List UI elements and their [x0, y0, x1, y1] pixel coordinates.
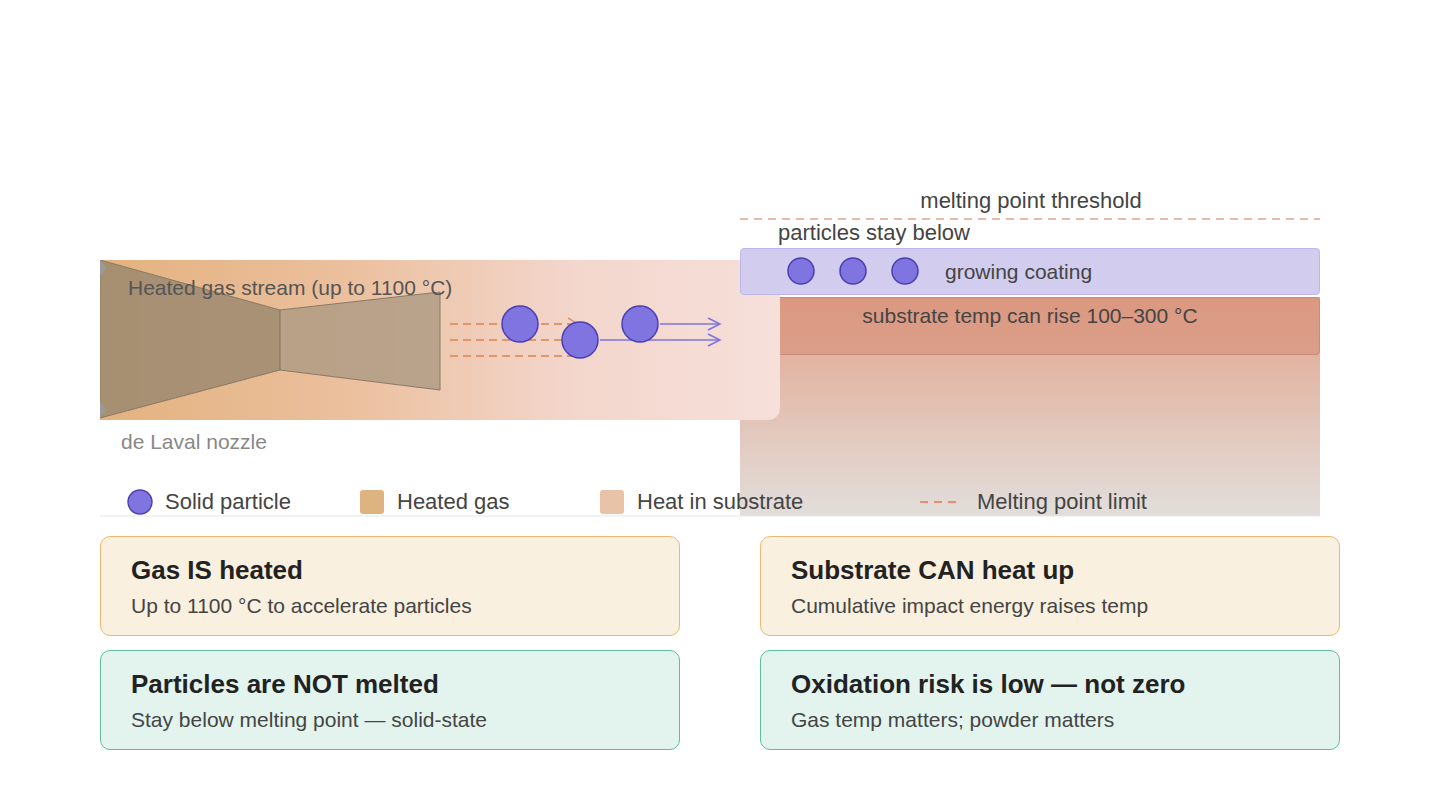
solid-particle	[562, 322, 598, 358]
solid-particle	[788, 258, 814, 284]
card-heading: Oxidation risk is low — not zero	[791, 669, 1309, 700]
band-label: growing coating	[945, 260, 1092, 284]
coating-band: growing coating	[740, 248, 1320, 295]
card-body: Cumulative impact energy raises temp	[791, 594, 1309, 618]
particle-arrowhead	[708, 334, 720, 346]
band-label: Heated gas stream (up to 1100 °C)	[128, 276, 452, 300]
card-body: Up to 1100 °C to accelerate particles	[131, 594, 649, 618]
info-card: Oxidation risk is low — not zeroGas temp…	[760, 650, 1340, 750]
solid-particle	[892, 258, 918, 284]
particle-path	[660, 323, 720, 325]
gas-stream-band: Heated gas stream (up to 1100 °C)	[100, 260, 780, 420]
separator-line	[100, 516, 1320, 517]
legend-text: Solid particle	[165, 489, 291, 515]
particle-arrowhead	[708, 318, 720, 330]
particle-path	[600, 339, 720, 341]
info-card: Substrate CAN heat up Cumulative impact e…	[760, 536, 1340, 636]
legend-text: Heat in substrate	[637, 489, 803, 515]
card-body: Gas temp matters; powder matters	[791, 708, 1309, 732]
card-body: Stay below melting point — solid-state	[131, 708, 649, 732]
legend-text: Heated gas	[397, 489, 510, 515]
solid-particle	[840, 258, 866, 284]
annotation-label: melting point threshold	[920, 188, 1141, 214]
legend-particle-sample	[128, 490, 152, 514]
deposited-particles	[741, 249, 941, 296]
substrate-band: substrate temp can rise 100–300 °C	[740, 297, 1320, 355]
info-card: Particles are NOT meltedStay below melti…	[100, 650, 680, 750]
band-label: substrate temp can rise 100–300 °C	[862, 304, 1197, 328]
annotation-label: de Laval nozzle	[121, 430, 267, 454]
substrate-heat-region	[740, 297, 1320, 516]
annotation-label: particles stay below	[778, 220, 970, 246]
legend-swatch	[360, 490, 384, 514]
melting-threshold-line	[740, 218, 1320, 220]
card-heading: Gas IS heated	[131, 555, 649, 586]
legend-text: Melting point limit	[977, 489, 1147, 515]
solid-particle	[622, 306, 658, 342]
info-card: Gas IS heated Up to 1100 °C to accelerate…	[100, 536, 680, 636]
nozzle-diverging	[280, 292, 440, 390]
gas-flow-line	[450, 355, 575, 357]
card-heading: Substrate CAN heat up	[791, 555, 1309, 586]
solid-particle	[502, 306, 538, 342]
card-heading: Particles are NOT melted	[131, 669, 649, 700]
legend-swatch	[600, 490, 624, 514]
nozzle-tip	[100, 402, 106, 418]
nozzle-tip	[100, 260, 106, 276]
legend-dash-sample	[920, 501, 958, 503]
